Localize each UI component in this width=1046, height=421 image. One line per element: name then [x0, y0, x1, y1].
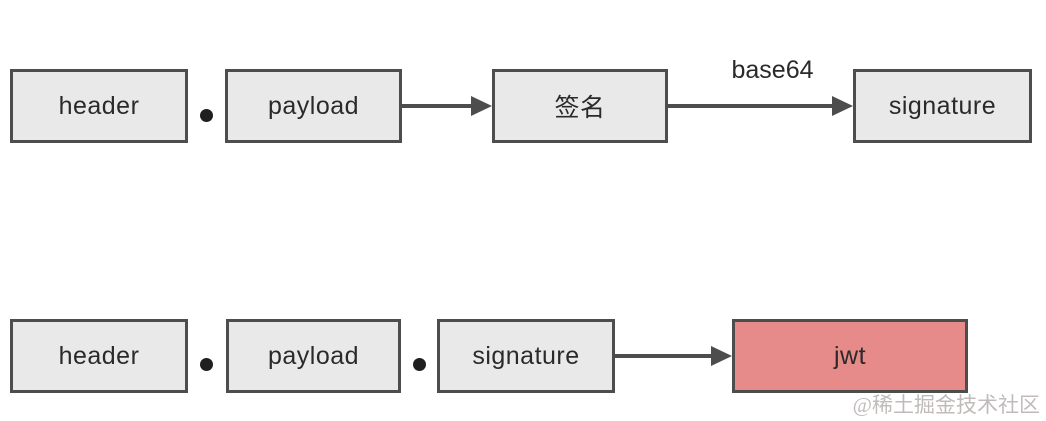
box-sign: 签名	[492, 69, 668, 143]
dot-separator-icon	[413, 358, 426, 371]
arrowhead-icon	[471, 96, 492, 116]
box-header-bottom: header	[10, 319, 188, 393]
box-header-top: header	[10, 69, 188, 143]
arrow-sign-to-signature	[668, 104, 834, 108]
arrowhead-icon	[711, 346, 732, 366]
box-signature-bottom: signature	[437, 319, 615, 393]
box-jwt-label: jwt	[833, 341, 867, 370]
box-header-bottom-label: header	[58, 341, 140, 370]
box-signature-bottom-label: signature	[472, 341, 580, 370]
box-payload-top: payload	[225, 69, 402, 143]
box-payload-top-label: payload	[267, 91, 360, 120]
box-sign-label: 签名	[554, 94, 606, 122]
dot-separator-icon	[200, 109, 213, 122]
arrow-payload-to-sign	[400, 104, 474, 108]
box-header-top-label: header	[58, 91, 140, 120]
dot-separator-icon	[200, 358, 213, 371]
watermark: @稀土掘金技术社区	[852, 393, 1040, 417]
box-signature-top: signature	[853, 69, 1032, 143]
arrow-label-base64: base64	[731, 56, 814, 84]
box-jwt: jwt	[732, 319, 968, 393]
arrowhead-icon	[832, 96, 853, 116]
arrow-signature-to-jwt	[613, 354, 713, 358]
box-payload-bottom-label: payload	[267, 341, 360, 370]
box-signature-top-label: signature	[888, 91, 997, 120]
box-payload-bottom: payload	[226, 319, 401, 393]
